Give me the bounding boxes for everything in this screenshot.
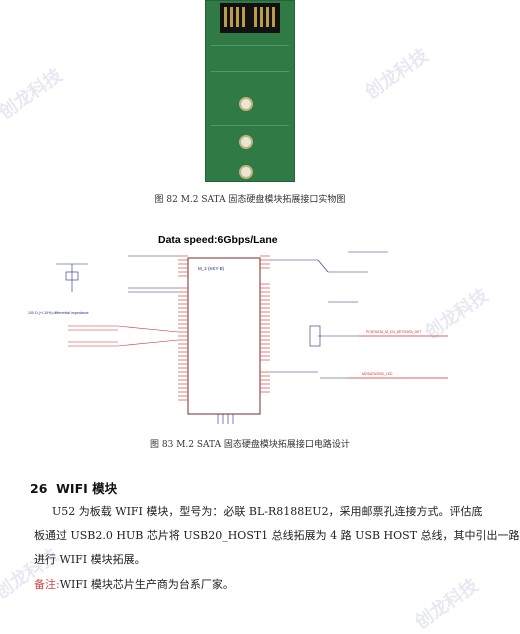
section-title: WIFI 模块 bbox=[56, 481, 118, 496]
diff-pair-nets bbox=[68, 325, 179, 347]
pcb-photo bbox=[205, 0, 295, 182]
paragraph-line: U52 为板载 WIFI 模块，型号为：必联 BL-R8188EU2，采用邮票孔… bbox=[52, 505, 483, 518]
section-heading: 26 WIFI 模块 bbox=[30, 478, 117, 497]
note-text: WIFI 模块芯片生产商为台系厂家。 bbox=[59, 578, 234, 591]
figure-82-caption: 图 82 M.2 SATA 固态硬盘模块拓展接口实物图 bbox=[154, 195, 346, 205]
schematic-diagram: Data speed:6Gbps/Lane M_2 (KEY B) bbox=[28, 234, 448, 424]
section-number: 26 bbox=[30, 481, 48, 496]
mount-hole bbox=[239, 135, 253, 149]
m2-slot bbox=[220, 3, 280, 33]
figure-83-caption: 图 83 M.2 SATA 固态硬盘模块拓展接口电路设计 bbox=[150, 440, 350, 450]
watermark: 创龙科技 bbox=[0, 64, 67, 124]
ic-label: M_2 (KEY B) bbox=[198, 266, 225, 271]
diff-impedance-note: 100 Ω (+/-10%) differential impedance bbox=[28, 311, 89, 315]
right-net-label-2: M2/SATA/SSD_LED bbox=[362, 372, 393, 376]
watermark: 创龙科技 bbox=[361, 44, 433, 104]
note-label: 备注: bbox=[34, 578, 60, 591]
watermark: 创龙科技 bbox=[411, 574, 483, 634]
note-line: 备注:WIFI 模块芯片生产商为台系厂家。 bbox=[34, 576, 234, 592]
paragraph-line: 进行 WIFI 模块拓展。 bbox=[34, 553, 146, 566]
connector-ic bbox=[187, 257, 261, 415]
right-output-nets bbox=[348, 335, 448, 379]
schematic-wires bbox=[56, 251, 388, 424]
right-net-label-1: PCIE/SATA_M_CN_DET/SATA_DET bbox=[366, 330, 421, 334]
left-pins bbox=[178, 255, 188, 401]
right-pins bbox=[260, 255, 270, 393]
mount-hole bbox=[239, 165, 253, 179]
paragraph-line: 板通过 USB2.0 HUB 芯片将 USB20_HOST1 总线拓展为 4 路… bbox=[34, 529, 520, 542]
mount-hole bbox=[239, 97, 253, 111]
schematic-banner: Data speed:6Gbps/Lane bbox=[158, 234, 278, 246]
